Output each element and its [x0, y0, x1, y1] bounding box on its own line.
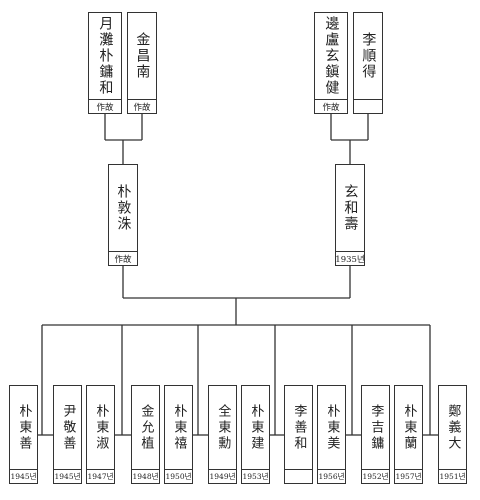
person-birth-year	[285, 469, 312, 483]
person-box-mother: 玄和壽 1935년	[335, 164, 365, 266]
person-status: 作故	[89, 99, 121, 113]
person-name: 朴東建	[248, 403, 264, 452]
person-birth-year: 1952년	[362, 469, 389, 483]
person-name: 金允植	[138, 403, 154, 452]
person-birth-year: 1949년	[209, 469, 236, 483]
person-box-child: 李吉鏞 1952년	[361, 385, 390, 484]
person-name: 朴東禧	[171, 403, 187, 452]
person-birth-year: 1956년	[318, 469, 345, 483]
person-box-child: 金允植 1948년	[131, 385, 160, 484]
person-box-child: 尹敬善 1945년	[53, 385, 82, 484]
person-birth-year: 1953년	[242, 469, 269, 483]
person-box-child: 朴東善 1945년	[9, 385, 38, 484]
person-box-child: 鄭義大 1951년	[438, 385, 467, 484]
person-box-child: 李善和	[284, 385, 313, 484]
person-name: 朴東美	[324, 403, 340, 452]
person-status: 作故	[109, 251, 137, 265]
person-status	[354, 99, 382, 113]
person-name: 李善和	[291, 403, 307, 452]
person-box-child: 朴東禧 1950년	[164, 385, 193, 484]
person-name: 鄭義大	[445, 403, 461, 452]
person-name: 玄和壽	[342, 184, 359, 232]
person-birth-year: 1945년	[10, 469, 37, 483]
person-name: 尹敬善	[60, 403, 76, 452]
person-box-paternal-grandmother: 金昌南 作故	[127, 12, 157, 114]
person-name: 朴東淑	[93, 403, 109, 452]
person-name: 月灘朴鏞和	[97, 16, 114, 96]
person-birth-year: 1945년	[54, 469, 81, 483]
person-box-child: 朴東美 1956년	[317, 385, 346, 484]
person-box-maternal-grandfather: 邊盧玄鎭健 作故	[314, 12, 348, 114]
person-name: 全東勳	[215, 403, 231, 452]
person-box-child: 全東勳 1949년	[208, 385, 237, 484]
person-birth-year: 1957년	[395, 469, 422, 483]
person-name: 金昌南	[134, 32, 151, 80]
person-status: 作故	[128, 99, 156, 113]
person-name: 朴東蘭	[401, 403, 417, 452]
person-name: 朴敦洙	[115, 184, 132, 232]
person-birth-year: 1948년	[132, 469, 159, 483]
person-box-child: 朴東建 1953년	[241, 385, 270, 484]
person-box-child: 朴東蘭 1957년	[394, 385, 423, 484]
person-box-child: 朴東淑 1947년	[86, 385, 115, 484]
person-birth-year: 1950년	[165, 469, 192, 483]
person-name: 李吉鏞	[368, 403, 384, 452]
person-status: 作故	[315, 99, 347, 113]
person-box-maternal-grandmother: 李順得	[353, 12, 383, 114]
person-birth-year: 1951년	[439, 469, 466, 483]
person-name: 邊盧玄鎭健	[323, 16, 340, 96]
person-name: 李順得	[360, 32, 377, 80]
person-box-paternal-grandfather: 月灘朴鏞和 作故	[88, 12, 122, 114]
person-birth-year: 1947년	[87, 469, 114, 483]
person-status: 1935년	[336, 251, 364, 265]
person-name: 朴東善	[16, 403, 32, 452]
person-box-father: 朴敦洙 作故	[108, 164, 138, 266]
